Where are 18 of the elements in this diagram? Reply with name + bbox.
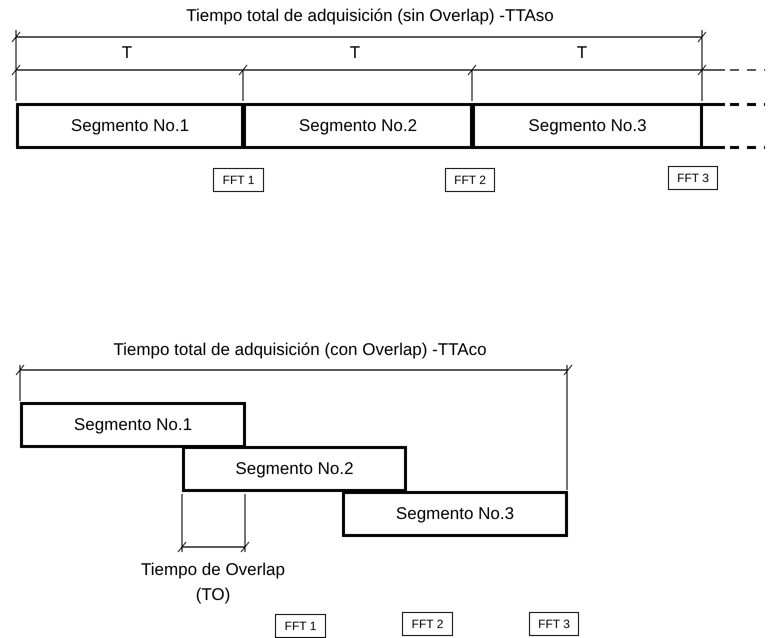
fft-box: FFT 1	[275, 614, 326, 638]
segment-box: Segmento No.2	[243, 103, 473, 149]
fft-box: FFT 3	[529, 612, 579, 636]
dimension-label: Tiempo de Overlap (TO)	[140, 559, 286, 606]
fft-box: FFT 2	[402, 612, 453, 636]
segment-box: Segmento No.1	[20, 402, 246, 448]
dimension-label: Tiempo total de adquisición (sin Overlap) -TTAso	[186, 6, 554, 26]
fft-box: FFT 3	[668, 166, 718, 190]
dimension-label: T	[350, 43, 360, 63]
fft-box: FFT 1	[213, 168, 264, 192]
dimension-label: T	[122, 43, 132, 63]
dimension-label: T	[576, 43, 588, 63]
segment-box: Segmento No.2	[182, 446, 407, 492]
segment-box: Segmento No.1	[16, 103, 244, 149]
fft-box: FFT 2	[445, 168, 495, 192]
segment-box: Segmento No.3	[472, 103, 703, 149]
dimension-label: Tiempo total de adquisición (con Overlap) -TTAco	[113, 340, 487, 360]
segment-box: Segmento No.3	[342, 491, 568, 537]
